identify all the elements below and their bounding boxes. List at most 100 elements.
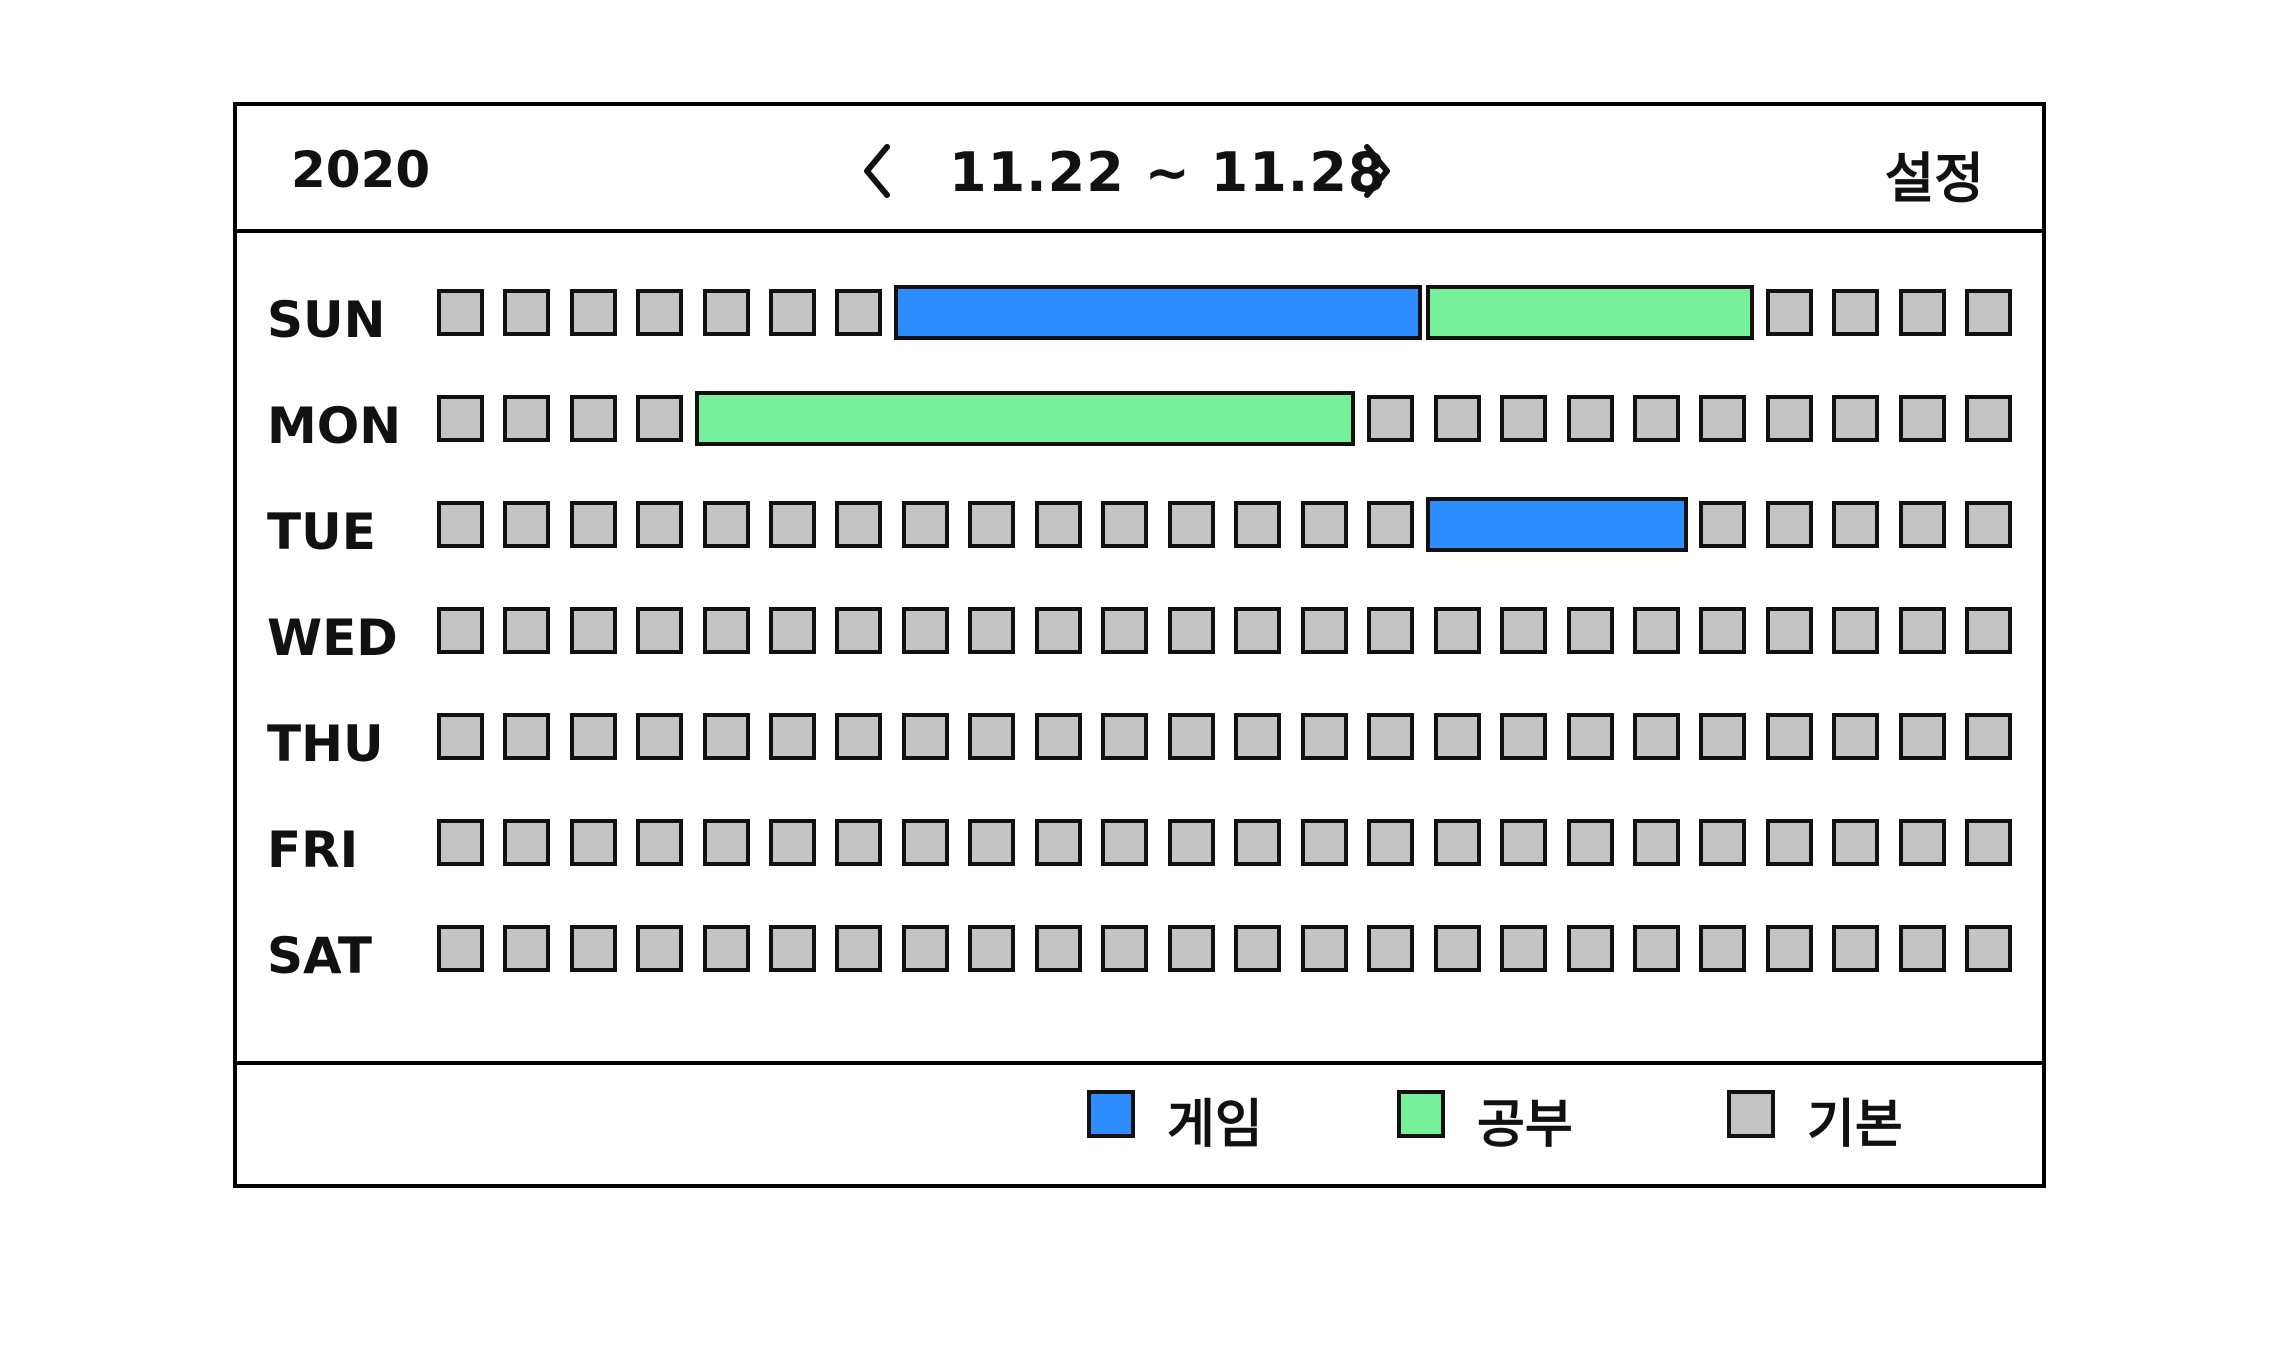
time-slot[interactable] bbox=[1034, 925, 1082, 972]
time-slot[interactable] bbox=[436, 395, 484, 442]
time-slot[interactable] bbox=[1234, 501, 1282, 548]
time-slot[interactable] bbox=[702, 713, 750, 760]
time-slot[interactable] bbox=[1300, 925, 1348, 972]
time-slot[interactable] bbox=[769, 501, 817, 548]
time-slot[interactable] bbox=[1101, 819, 1149, 866]
time-slot[interactable] bbox=[1699, 819, 1747, 866]
time-slot[interactable] bbox=[1632, 395, 1680, 442]
time-slot[interactable] bbox=[636, 819, 684, 866]
time-slot[interactable] bbox=[436, 289, 484, 336]
time-slot[interactable] bbox=[1167, 713, 1215, 760]
time-slot[interactable] bbox=[569, 289, 617, 336]
time-slot[interactable] bbox=[636, 289, 684, 336]
time-slot[interactable] bbox=[1234, 925, 1282, 972]
time-slot[interactable] bbox=[569, 819, 617, 866]
time-slot[interactable] bbox=[1367, 607, 1415, 654]
time-slot[interactable] bbox=[636, 395, 684, 442]
time-slot[interactable] bbox=[1965, 713, 2013, 760]
time-slot[interactable] bbox=[702, 289, 750, 336]
schedule-block-game[interactable] bbox=[894, 285, 1422, 340]
time-slot[interactable] bbox=[636, 713, 684, 760]
time-slot[interactable] bbox=[769, 819, 817, 866]
time-slot[interactable] bbox=[1632, 607, 1680, 654]
time-slot[interactable] bbox=[1832, 819, 1880, 866]
time-slot[interactable] bbox=[636, 925, 684, 972]
time-slot[interactable] bbox=[769, 289, 817, 336]
time-slot[interactable] bbox=[835, 607, 883, 654]
time-slot[interactable] bbox=[901, 819, 949, 866]
time-slot[interactable] bbox=[1433, 607, 1481, 654]
time-slot[interactable] bbox=[1566, 819, 1614, 866]
time-slot[interactable] bbox=[702, 607, 750, 654]
time-slot[interactable] bbox=[1101, 501, 1149, 548]
time-slot[interactable] bbox=[1965, 607, 2013, 654]
time-slot[interactable] bbox=[1300, 819, 1348, 866]
time-slot[interactable] bbox=[1632, 819, 1680, 866]
time-slot[interactable] bbox=[1965, 395, 2013, 442]
time-slot[interactable] bbox=[1699, 607, 1747, 654]
time-slot[interactable] bbox=[636, 501, 684, 548]
time-slot[interactable] bbox=[1699, 925, 1747, 972]
time-slot[interactable] bbox=[1101, 925, 1149, 972]
time-slot[interactable] bbox=[1101, 607, 1149, 654]
time-slot[interactable] bbox=[1898, 289, 1946, 336]
time-slot[interactable] bbox=[1300, 607, 1348, 654]
time-slot[interactable] bbox=[1632, 713, 1680, 760]
time-slot[interactable] bbox=[1898, 395, 1946, 442]
time-slot[interactable] bbox=[901, 925, 949, 972]
time-slot[interactable] bbox=[901, 713, 949, 760]
time-slot[interactable] bbox=[1965, 819, 2013, 866]
time-slot[interactable] bbox=[835, 501, 883, 548]
time-slot[interactable] bbox=[1367, 713, 1415, 760]
time-slot[interactable] bbox=[503, 819, 551, 866]
time-slot[interactable] bbox=[1898, 501, 1946, 548]
time-slot[interactable] bbox=[702, 501, 750, 548]
time-slot[interactable] bbox=[1832, 289, 1880, 336]
time-slot[interactable] bbox=[1965, 925, 2013, 972]
time-slot[interactable] bbox=[1699, 713, 1747, 760]
time-slot[interactable] bbox=[1765, 395, 1813, 442]
time-slot[interactable] bbox=[835, 713, 883, 760]
time-slot[interactable] bbox=[901, 501, 949, 548]
time-slot[interactable] bbox=[1034, 607, 1082, 654]
time-slot[interactable] bbox=[702, 925, 750, 972]
time-slot[interactable] bbox=[569, 607, 617, 654]
time-slot[interactable] bbox=[1500, 925, 1548, 972]
chevron-right-icon[interactable] bbox=[1357, 141, 1397, 201]
time-slot[interactable] bbox=[1433, 819, 1481, 866]
time-slot[interactable] bbox=[1367, 819, 1415, 866]
time-slot[interactable] bbox=[835, 289, 883, 336]
time-slot[interactable] bbox=[636, 607, 684, 654]
time-slot[interactable] bbox=[1566, 395, 1614, 442]
time-slot[interactable] bbox=[1832, 925, 1880, 972]
time-slot[interactable] bbox=[1898, 925, 1946, 972]
time-slot[interactable] bbox=[1367, 501, 1415, 548]
time-slot[interactable] bbox=[569, 501, 617, 548]
time-slot[interactable] bbox=[1832, 501, 1880, 548]
time-slot[interactable] bbox=[968, 819, 1016, 866]
time-slot[interactable] bbox=[968, 713, 1016, 760]
time-slot[interactable] bbox=[503, 501, 551, 548]
time-slot[interactable] bbox=[1367, 925, 1415, 972]
time-slot[interactable] bbox=[1699, 501, 1747, 548]
time-slot[interactable] bbox=[1898, 713, 1946, 760]
time-slot[interactable] bbox=[1765, 713, 1813, 760]
time-slot[interactable] bbox=[1234, 713, 1282, 760]
time-slot[interactable] bbox=[1898, 819, 1946, 866]
time-slot[interactable] bbox=[1034, 713, 1082, 760]
time-slot[interactable] bbox=[1367, 395, 1415, 442]
time-slot[interactable] bbox=[436, 925, 484, 972]
time-slot[interactable] bbox=[1300, 713, 1348, 760]
time-slot[interactable] bbox=[1765, 925, 1813, 972]
time-slot[interactable] bbox=[1500, 395, 1548, 442]
schedule-block-study[interactable] bbox=[1425, 285, 1755, 340]
time-slot[interactable] bbox=[1034, 819, 1082, 866]
time-slot[interactable] bbox=[569, 925, 617, 972]
time-slot[interactable] bbox=[835, 925, 883, 972]
time-slot[interactable] bbox=[1300, 501, 1348, 548]
time-slot[interactable] bbox=[1898, 607, 1946, 654]
time-slot[interactable] bbox=[1167, 819, 1215, 866]
time-slot[interactable] bbox=[503, 289, 551, 336]
time-slot[interactable] bbox=[503, 395, 551, 442]
time-slot[interactable] bbox=[1632, 925, 1680, 972]
